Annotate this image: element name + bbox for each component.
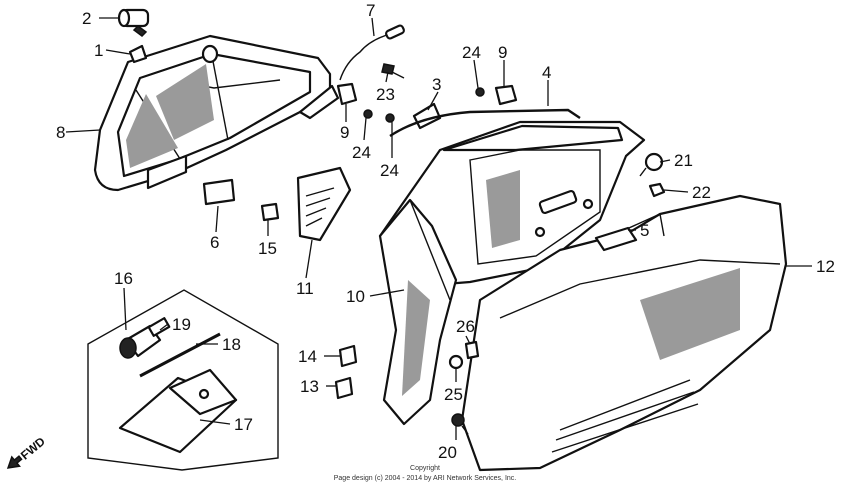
rear-box-part (378, 120, 646, 288)
callout-22: 22 (692, 183, 711, 202)
callout-24-right: 24 (462, 43, 481, 62)
inner-panel-part (378, 198, 458, 426)
spark-plug-wrench-part (119, 317, 171, 359)
callout-8: 8 (56, 123, 65, 142)
fastener-25-part (448, 354, 464, 370)
callout-9-right: 9 (498, 43, 507, 62)
callout-7: 7 (366, 1, 375, 20)
callout-11: 11 (296, 279, 314, 298)
callout-25: 25 (444, 385, 463, 404)
callout-2: 2 (82, 9, 91, 28)
side-cover-part (460, 194, 788, 472)
leader-lines (65, 17, 812, 440)
callout-21: 21 (674, 151, 693, 170)
bolt-24-part (363, 87, 485, 123)
clip-part (128, 44, 148, 64)
callout-9-left: 9 (340, 123, 349, 142)
callout-3: 3 (432, 75, 441, 94)
bolt-23-part (381, 63, 405, 79)
callout-20: 20 (438, 443, 457, 462)
callout-18: 18 (222, 335, 241, 354)
callout-6: 6 (210, 233, 219, 252)
knob-part (639, 152, 664, 177)
fwd-label: FWD (18, 434, 48, 463)
clip-9-left-part (336, 82, 358, 106)
callout-15: 15 (258, 239, 277, 258)
cable-part (339, 24, 405, 81)
lock-cylinder-part (117, 8, 150, 37)
callout-13: 13 (300, 377, 319, 396)
callout-1: 1 (94, 41, 103, 60)
callout-4: 4 (542, 63, 551, 82)
callout-5: 5 (640, 221, 649, 240)
fastener-20-part (451, 413, 469, 435)
label-14-part (338, 344, 358, 368)
callout-24-left: 24 (352, 143, 371, 162)
fwd-direction-marker: FWD (6, 434, 48, 469)
copyright-line-2: Page design (c) 2004 - 2014 by ARI Netwo… (334, 475, 517, 482)
fwd-arrow-icon (6, 455, 23, 469)
callout-24-center: 24 (380, 161, 399, 180)
callout-16: 16 (114, 269, 133, 288)
seal-strip-part (389, 108, 581, 137)
label-15-part (260, 202, 280, 222)
callout-19: 19 (172, 315, 191, 334)
vent-grille-part (296, 166, 352, 242)
callout-12: 12 (816, 257, 835, 276)
nut-part (648, 182, 666, 198)
storage-box-frame-part (93, 34, 340, 192)
callout-26: 26 (456, 317, 475, 336)
label-6-part (202, 178, 236, 206)
clip-9-right-part (494, 84, 518, 106)
callout-14: 14 (298, 347, 317, 366)
copyright-line-1: Copyright (410, 465, 440, 472)
tool-bar-part (139, 332, 221, 378)
handle-part (594, 226, 638, 252)
tool-kit-part (87, 289, 279, 471)
tool-bag-part (118, 368, 238, 454)
fastener-26-part (464, 340, 480, 360)
callout-23: 23 (376, 85, 395, 104)
label-13-part (334, 376, 354, 400)
callout-10: 10 (346, 287, 365, 306)
callout-17: 17 (234, 415, 253, 434)
